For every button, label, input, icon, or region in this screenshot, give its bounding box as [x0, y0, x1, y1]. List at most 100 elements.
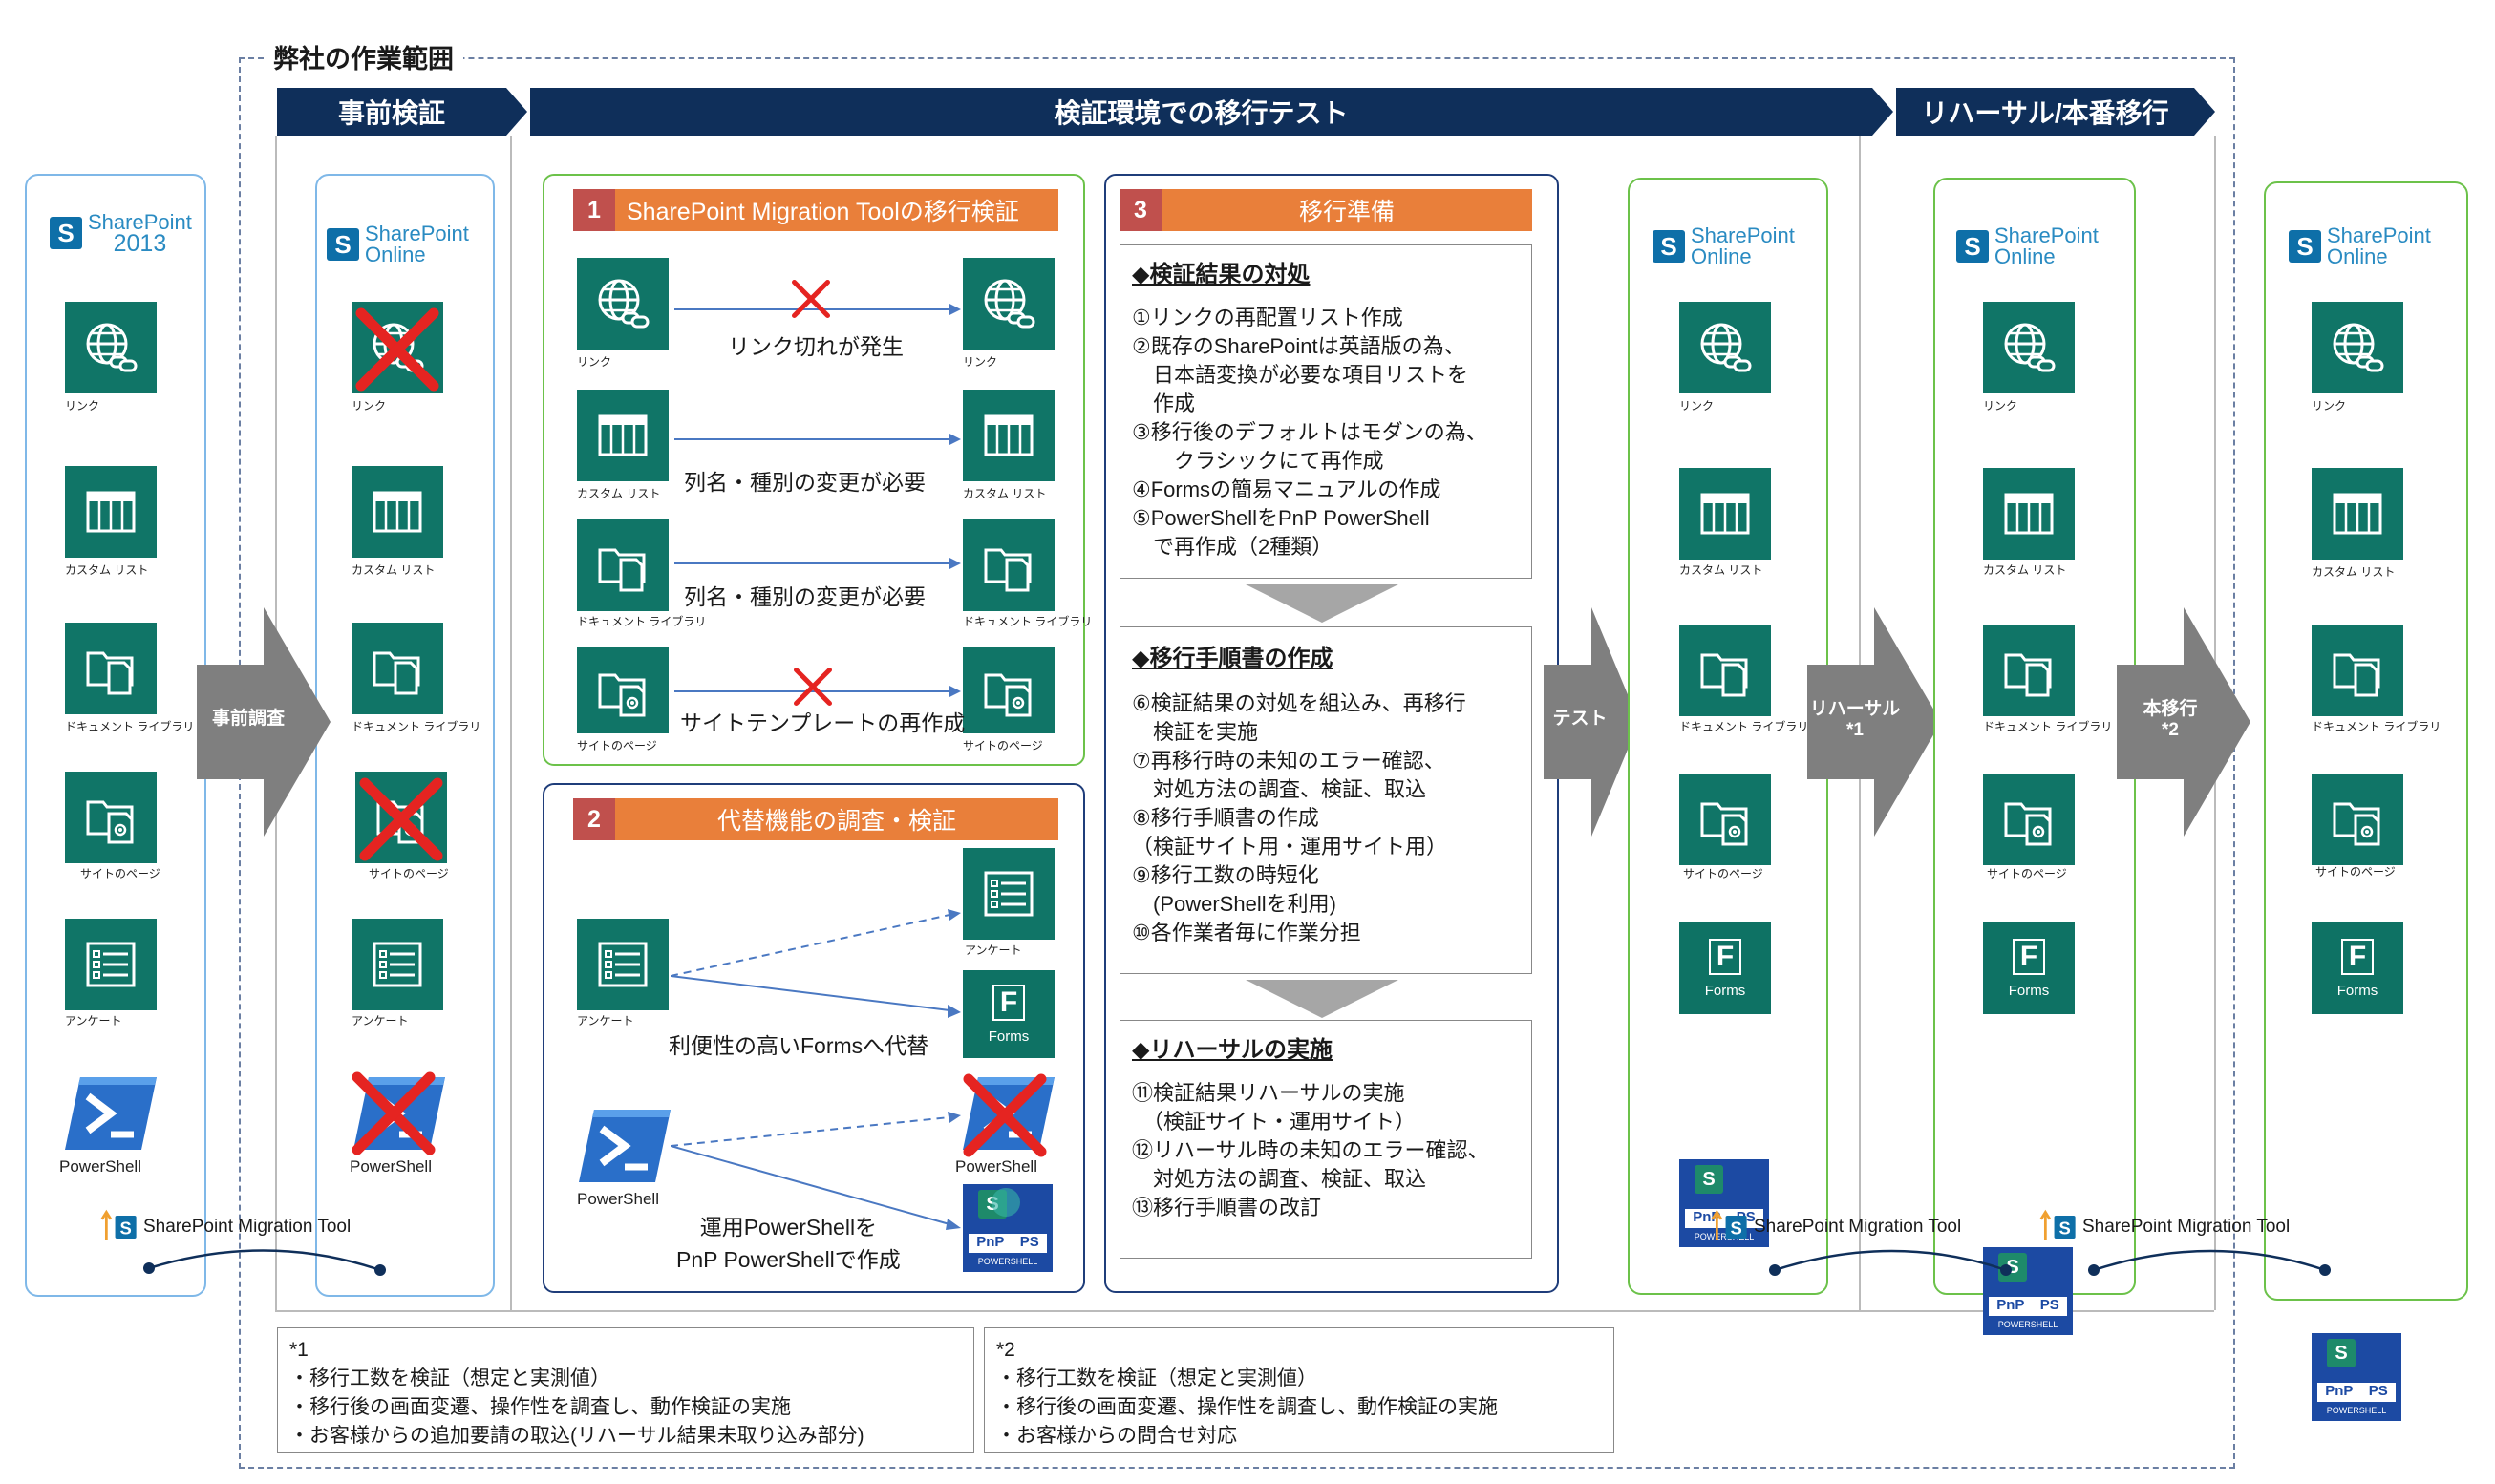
section2-title: ◆移行手順書の作成 [1132, 646, 1333, 671]
smt-label-1: SharePoint Migration Tool [99, 1205, 351, 1249]
dashed-arrow [671, 1112, 961, 1230]
panel1-title: SharePoint Migration Toolの移行検証 [615, 189, 1058, 231]
panel3-number: 3 [1120, 189, 1162, 231]
doc-library-icon [352, 623, 443, 714]
separator [510, 136, 512, 1310]
custom-list-caption: カスタム リスト [1679, 563, 1763, 577]
link-caption: リンク [1679, 399, 1715, 413]
custom-list-caption: カスタム リスト [577, 487, 661, 500]
survey-caption: アンケート [965, 943, 1022, 957]
dashed-arrow [671, 909, 961, 1018]
arrow-production-label: 本移行*2 [2143, 699, 2198, 740]
powershell-caption: PowerShell [955, 1157, 1037, 1176]
link-icon [65, 302, 157, 393]
custom-list-caption: カスタム リスト [1983, 563, 2067, 577]
cross-icon [791, 665, 835, 709]
forms-icon: F Forms [1983, 922, 2075, 1014]
site-pages-icon [963, 647, 1055, 733]
arrow-test-label: テスト [1552, 709, 1608, 729]
panel1-row1-label: リンク切れが発生 [728, 334, 904, 359]
link-icon [577, 258, 669, 350]
header-test-tip [1872, 88, 1893, 136]
header-test: 検証環境での移行テスト [530, 88, 1872, 136]
site-pages-icon [577, 647, 669, 733]
panel3-title: 移行準備 [1162, 189, 1532, 231]
cross-icon [957, 1068, 1053, 1163]
link-icon [2312, 302, 2403, 393]
smt-label-2: SharePoint Migration Tool [1710, 1205, 1961, 1249]
doc-library-icon [1983, 625, 2075, 716]
panel1-number: 1 [573, 189, 615, 231]
survey-caption: アンケート [577, 1014, 634, 1028]
powershell-caption: PowerShell [350, 1157, 432, 1176]
header-pre: 事前検証 [277, 88, 506, 136]
section3-title: ◆リハーサルの実施 [1132, 1037, 1333, 1063]
arrow-test [1544, 607, 1639, 837]
powershell-caption: PowerShell [59, 1157, 141, 1176]
doc-library-icon [1679, 625, 1771, 716]
panel2-number: 2 [573, 798, 615, 840]
section-procedure: ◆移行手順書の作成 ⑥検証結果の対処を組込み、再移行 検証を実施 ⑦再移行時の未… [1120, 626, 1532, 974]
panel1-row3-label: 列名・種別の変更が必要 [684, 584, 926, 609]
cross-icon [353, 772, 449, 867]
survey-icon [65, 919, 157, 1010]
link-caption: リンク [1983, 399, 2018, 413]
powershell-caption: PowerShell [577, 1190, 659, 1208]
smt-label-3: SharePoint Migration Tool [2038, 1205, 2290, 1249]
arrow-rehearsal-label: リハーサル*1 [1809, 699, 1901, 740]
doc-library-caption: ドキュメント ライブラリ [1983, 720, 2113, 733]
smt-connector-3 [2088, 1249, 2331, 1276]
sharepoint-icon: S [1956, 224, 1996, 263]
site-pages-caption: サイトのページ [2315, 865, 2396, 879]
custom-list-caption: カスタム リスト [352, 563, 436, 577]
forms-icon: F Forms [963, 970, 1055, 1058]
custom-list-caption: カスタム リスト [963, 487, 1047, 500]
link-icon [963, 258, 1055, 350]
site-pages-icon [1679, 774, 1771, 865]
panel2-forms-label: 利便性の高いFormsへ代替 [669, 1033, 929, 1058]
connector-arrow [674, 558, 961, 569]
panel1-row4-label: サイトテンプレートの再作成 [680, 710, 966, 735]
cross-icon [350, 302, 445, 397]
custom-list-icon [577, 390, 669, 481]
smt-connector-1 [143, 1249, 386, 1276]
connector-arrow [674, 686, 961, 697]
doc-library-caption: ドキュメント ライブラリ [65, 720, 195, 733]
link-icon [1679, 302, 1771, 393]
doc-library-icon [2312, 625, 2403, 716]
doc-library-icon [65, 623, 157, 714]
section2-body: ⑥検証結果の対処を組込み、再移行 検証を実施 ⑦再移行時の未知のエラー確認、 対… [1132, 691, 1466, 944]
forms-icon: F Forms [2312, 922, 2403, 1014]
custom-list-icon [2312, 468, 2403, 560]
header-pre-tip [506, 88, 527, 136]
section1-title: ◆検証結果の対処 [1132, 262, 1311, 287]
custom-list-caption: カスタム リスト [65, 563, 149, 577]
scope-title: 弊社の作業範囲 [264, 38, 463, 75]
link-caption: リンク [963, 355, 998, 369]
doc-library-caption: ドキュメント ライブラリ [352, 720, 481, 733]
connector-arrow [674, 434, 961, 445]
section1-body: ①リンクの再配置リスト作成 ②既存のSharePointは英語版の為、 日本語変… [1132, 306, 1487, 559]
doc-library-caption: ドキュメント ライブラリ [2312, 720, 2442, 733]
powershell-icon [577, 1108, 672, 1184]
note-production: *2 ・移行工数を検証（想定と実測値） ・移行後の画面変遷、操作性を調査し、動作… [984, 1327, 1614, 1453]
doc-library-caption: ドキュメント ライブラリ [577, 615, 707, 628]
sharepoint-icon: S [2289, 224, 2329, 263]
cross-icon [346, 1066, 441, 1161]
doc-library-icon [577, 519, 669, 611]
migration-tool-icon [1710, 1205, 1754, 1249]
section-rehearsal: ◆リハーサルの実施 ⑪検証結果リハーサルの実施 （検証サイト・運用サイト） ⑫リ… [1120, 1020, 1532, 1259]
note-rehearsal: *1 ・移行工数を検証（想定と実測値） ・移行後の画面変遷、操作性を調査し、動作… [277, 1327, 974, 1453]
link-caption: リンク [2312, 399, 2347, 413]
arrow-pre-survey-label: 事前調査 [211, 709, 285, 729]
site-pages-icon [1983, 774, 2075, 865]
header-rehearsal-tip [2194, 88, 2215, 136]
arrow-rehearsal [1807, 607, 1941, 837]
site-pages-icon [2312, 774, 2403, 865]
